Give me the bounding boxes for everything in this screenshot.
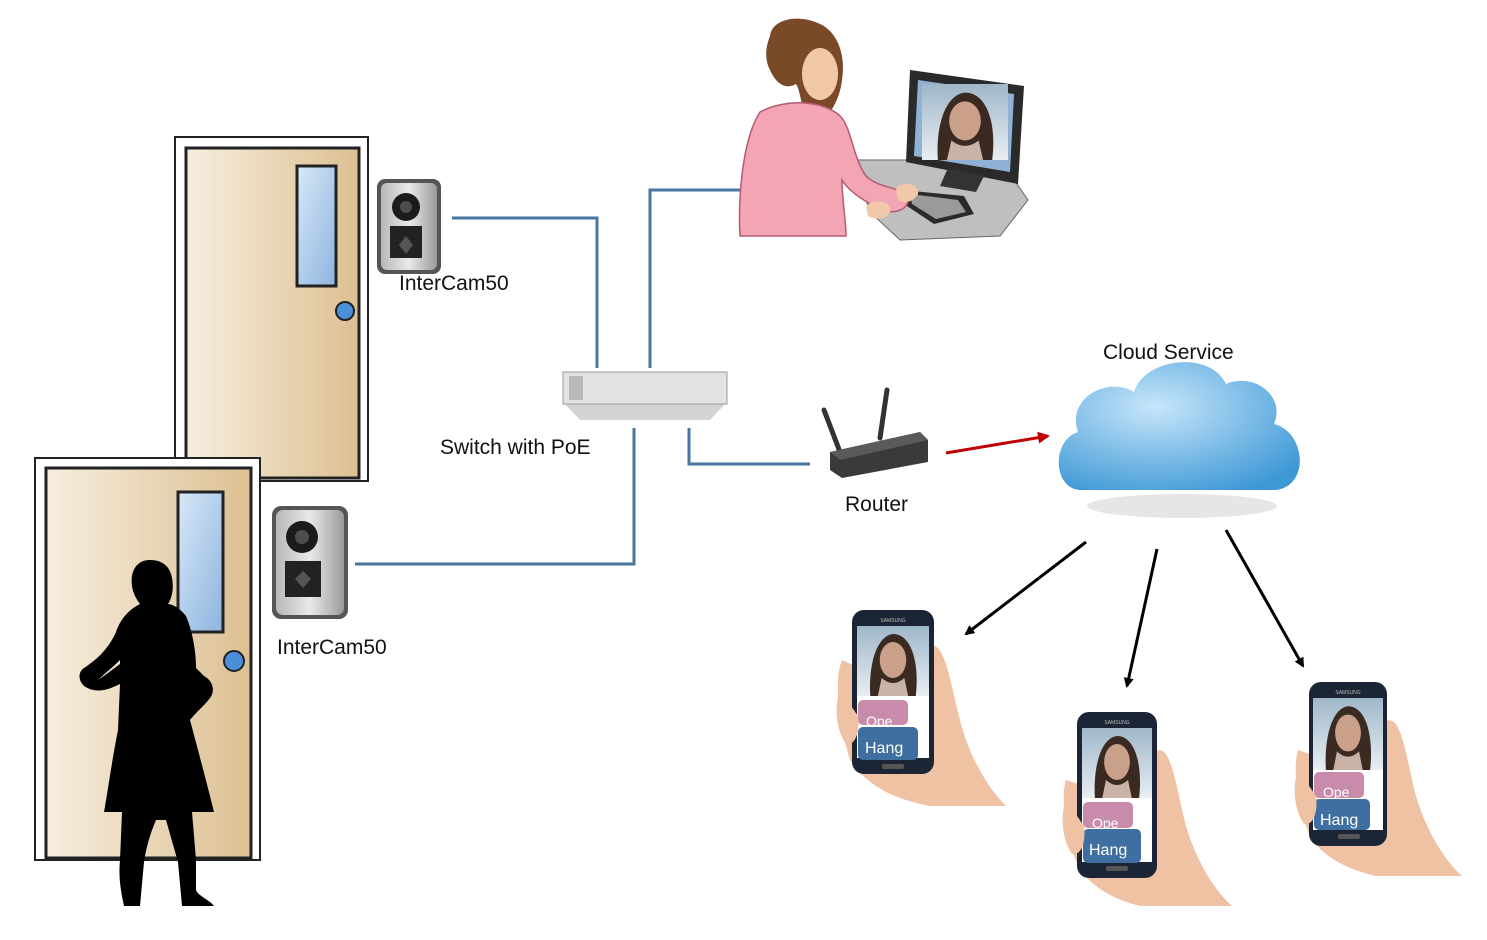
hang-up-button[interactable] (858, 727, 918, 760)
operator-workstation (738, 18, 1029, 241)
door-knob (335, 301, 355, 321)
phone-1: SAMSUNG Ope Hang (836, 610, 1006, 806)
keyboard-icon (902, 190, 974, 224)
router (821, 387, 928, 478)
open-door-button[interactable] (858, 700, 908, 725)
cable-switch-to-router (687, 428, 810, 466)
camera-bottom-label: InterCam50 (277, 636, 387, 659)
phone-brand: SAMSUNG (1104, 720, 1129, 726)
phone-2: SAMSUNG Ope Hang (1062, 712, 1232, 906)
open-door-button[interactable] (1083, 802, 1133, 828)
hang-up-label: Hang (1320, 812, 1358, 829)
door-back (174, 136, 369, 482)
door-knob (223, 650, 245, 672)
camera-bottom (272, 506, 348, 619)
cable-camera-bottom-to-switch (355, 428, 636, 566)
cable-lines (355, 188, 810, 566)
phone-3: SAMSUNG Ope Hang (1294, 682, 1462, 876)
phone-brand: SAMSUNG (1335, 690, 1360, 696)
hang-up-button[interactable] (1083, 829, 1141, 863)
open-door-label: Ope (1323, 784, 1350, 800)
door-front (34, 457, 261, 861)
poe-switch (562, 371, 728, 420)
hang-up-label: Hang (865, 740, 903, 757)
router-label: Router (845, 493, 909, 516)
hang-up-label: Hang (1089, 842, 1127, 859)
visitor-silhouette (79, 560, 214, 906)
door-window (295, 164, 338, 288)
operator-body (738, 102, 909, 237)
camera-top-label: InterCam50 (399, 272, 509, 295)
cable-switch-to-workstation (648, 188, 740, 368)
internet-arrow (945, 431, 1050, 455)
monitor-icon (906, 70, 1024, 192)
open-door-label: Ope (866, 713, 893, 729)
door-window (176, 490, 225, 634)
switch-label: Switch with PoE (440, 436, 591, 459)
open-door-label: Ope (1092, 815, 1119, 831)
camera-top (377, 179, 441, 274)
hang-up-button[interactable] (1314, 799, 1370, 830)
open-door-button[interactable] (1314, 772, 1364, 798)
cable-camera-top-to-switch (452, 216, 599, 368)
push-arrows (964, 529, 1305, 688)
cloud-label: Cloud Service (1103, 341, 1234, 364)
phone-brand: SAMSUNG (880, 618, 905, 624)
operator-face (802, 48, 838, 100)
cloud-icon (1058, 362, 1300, 518)
